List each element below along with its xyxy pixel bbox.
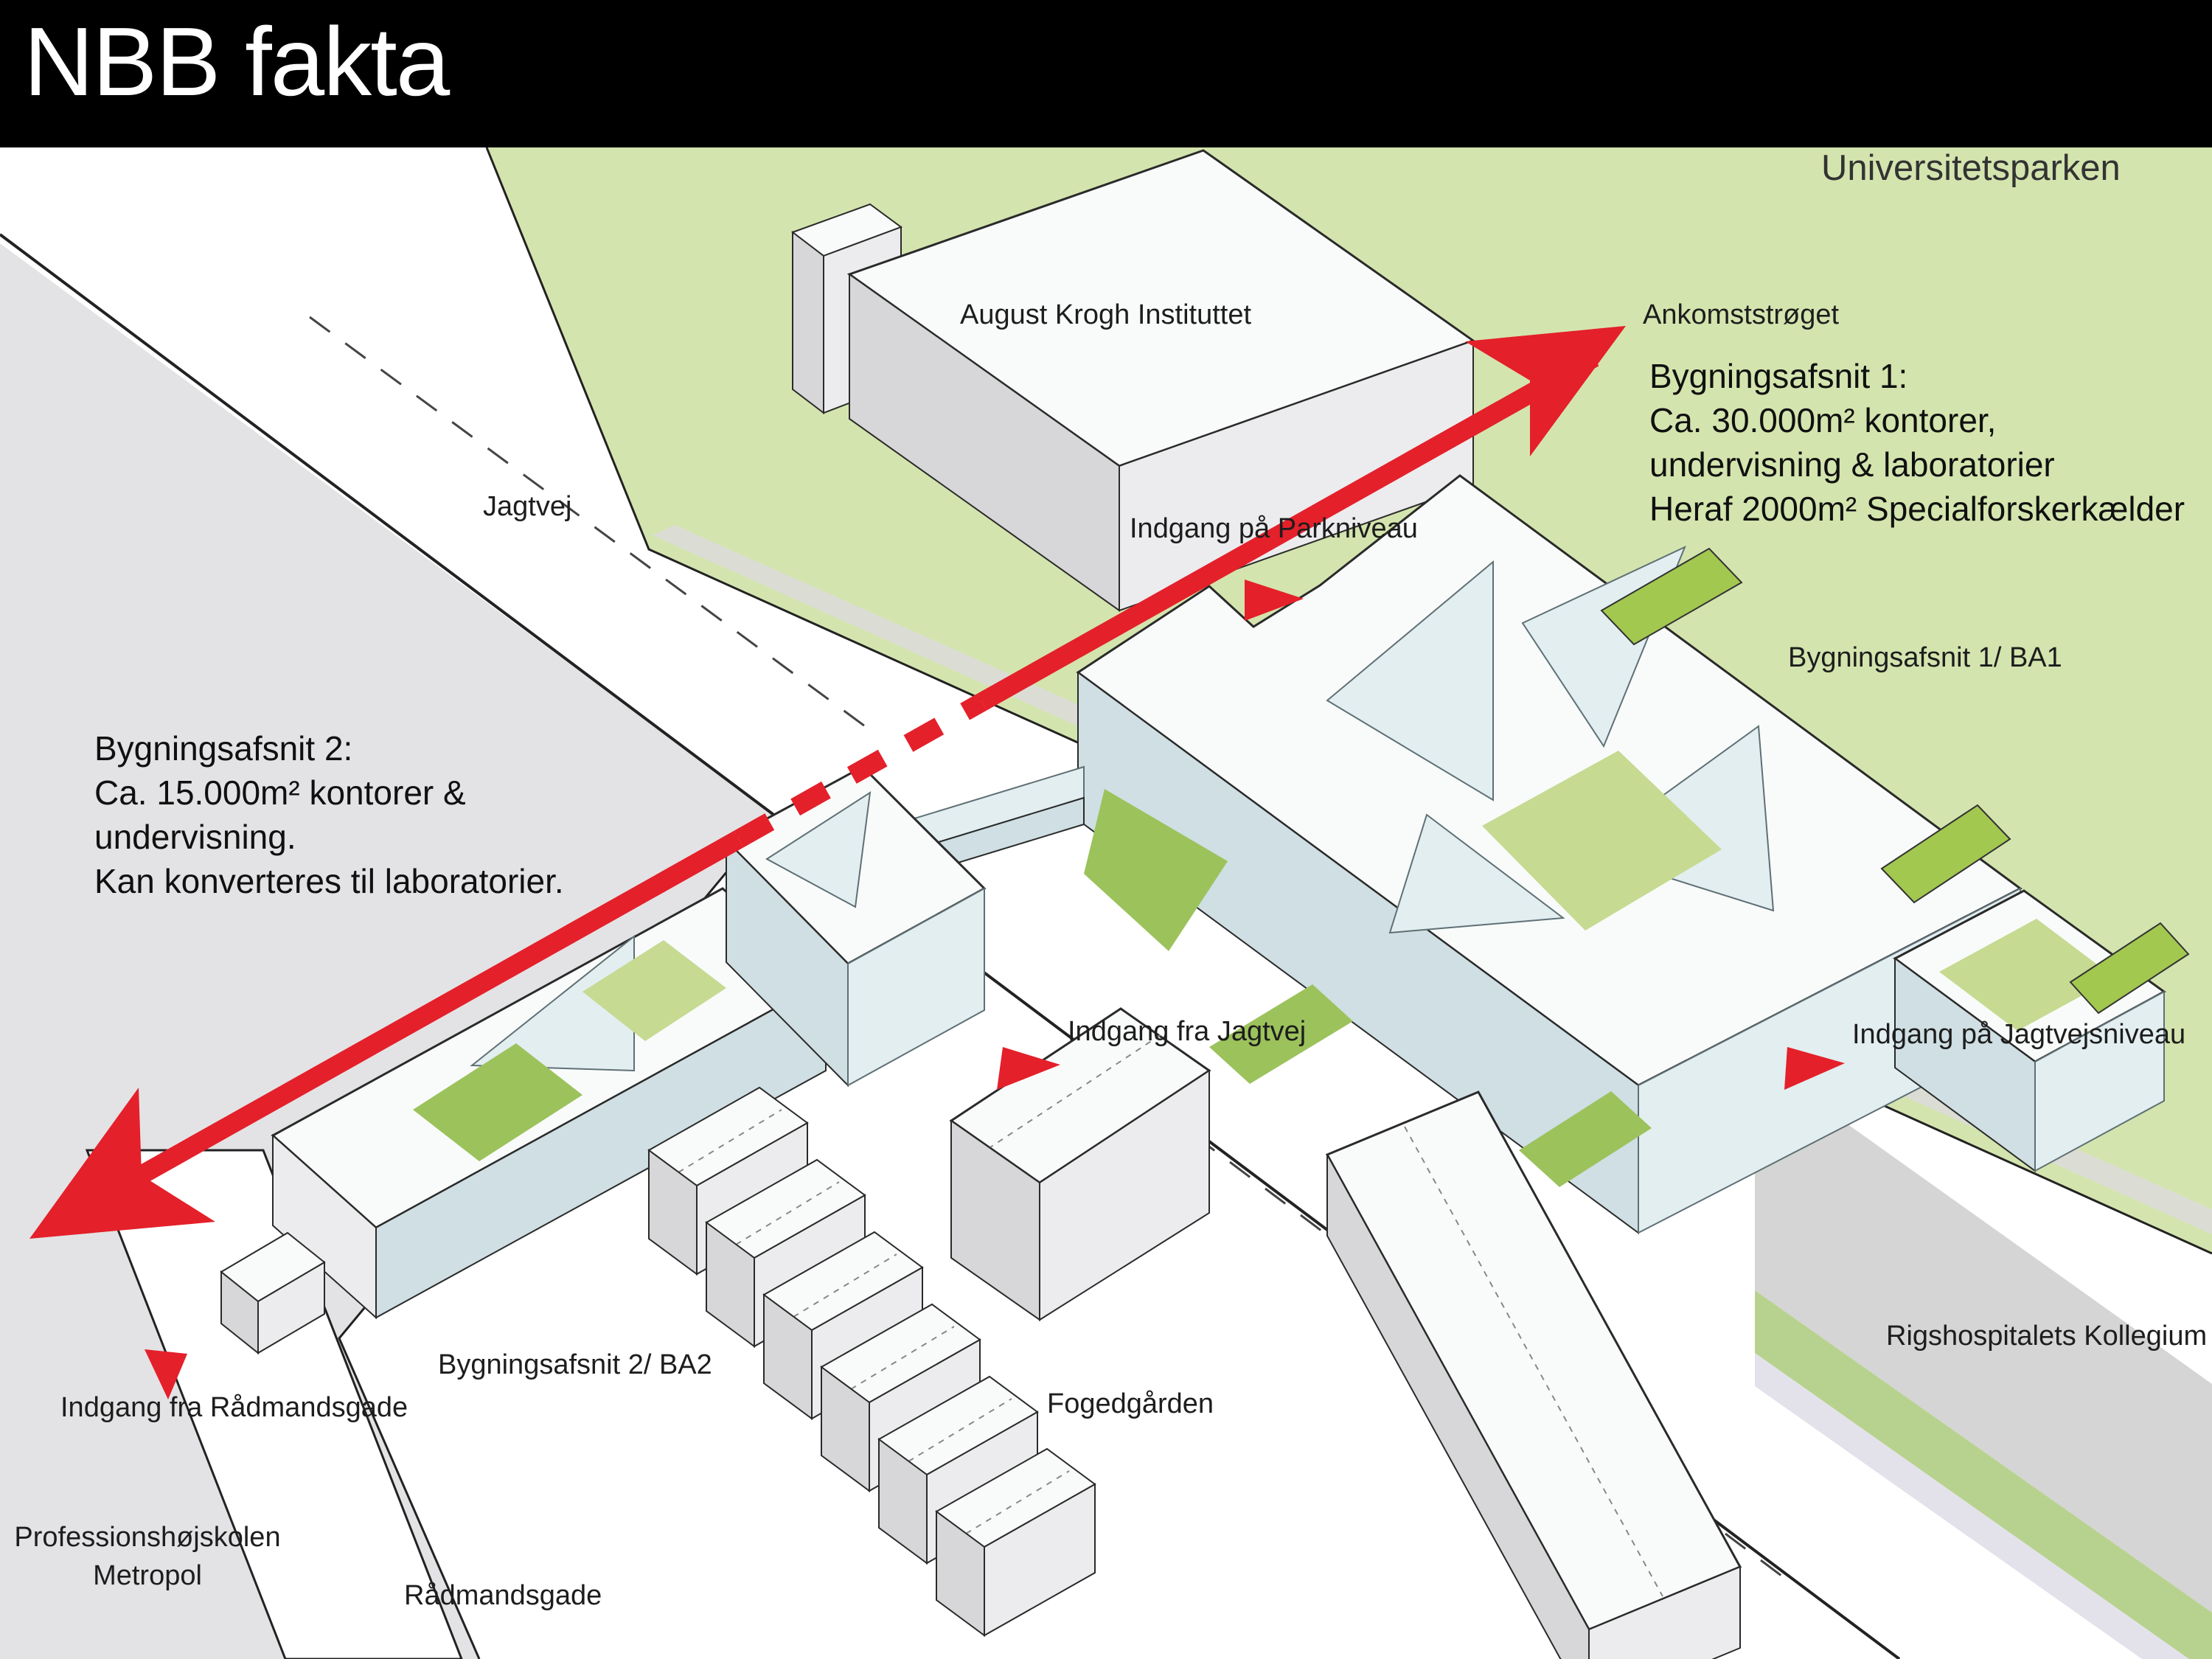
akwall-small [792,230,824,415]
lane-dashes-1 [309,316,871,731]
label-indgang-jagtvej: Indgang fra Jagtvej [1068,1016,1307,1047]
info-ba2-line2: Ca. 15.000m² kontorer & [94,773,466,812]
info-ba1-line2: Ca. 30.000m² kontorer, [1649,401,1997,439]
ba1-green-ramp-north [1600,547,1743,646]
info-ba2-line3: undervisning. [94,818,296,856]
label-rigshospitalets: Rigshospitalets Kollegium [1886,1321,2208,1352]
route-arrow-solid-sw [65,830,744,1224]
info-ba2-line4: Kan konverteres til laboratorier. [94,862,564,900]
fg-ridge [965,1470,1070,1534]
slab-wall-sw [1326,1154,1590,1659]
info-ba1-line1: Bygningsafsnit 1: [1649,357,1908,395]
route-arrow [29,326,1626,1239]
label-metropol-line2: Metropol [93,1560,202,1591]
ba2-tower-skylight [765,790,872,908]
label-metropol-line1: Professionshøjskolen [14,1522,281,1553]
label-august-krogh: August Krogh Instituttet [960,299,1252,330]
label-universitetsparken: Universitetsparken [1821,148,2121,188]
annex-wall-se [2034,990,2165,1172]
fogedgaarden-houses [647,1086,1096,1637]
kollegium-green-strip [1755,1290,2212,1659]
label-raadmandsgade: Rådmandsgade [404,1580,602,1611]
ba1-roof-garden-west [1084,789,1228,951]
fg-ridge [908,1398,1012,1462]
ba1-terrace-green-2 [1519,1091,1652,1187]
info-ba1-line3: undervisning & laboratorier [1649,445,2055,484]
slab-wall-se [1588,1565,1741,1659]
route-arrow-solid-ne [977,349,1599,711]
header-bar: NBB fakta [0,0,2212,147]
fg-ridge [678,1109,782,1173]
annex-green-ramp [2069,922,2190,1015]
building-ba2 [220,765,987,1355]
kollegium-band [1755,1058,2212,1613]
fg-wall2 [984,1483,1096,1637]
route-arrowhead-ne [1465,326,1626,456]
label-ankomststroget: Ankomststrøget [1643,299,1840,330]
annex-roof-garden [1939,919,2115,1031]
info-block-ba2: Bygningsafsnit 2: Ca. 15.000m² kontorer … [94,726,564,903]
house-wall-se [1039,1069,1210,1321]
ba2-wall-sw [272,1133,377,1320]
ba2-roof-garden-1 [413,1043,582,1161]
kollegium-lavender-strip [1755,1353,2189,1659]
fg-ridge [850,1326,955,1390]
ba1-green-ramp-east [1880,804,2011,904]
entrance-flag-jagtvej [997,1047,1060,1090]
building-august-krogh [790,149,1476,612]
ba1-roof-garden [1482,751,1722,931]
building-yard-slab [1325,1091,1742,1659]
fg-house [935,1447,1096,1637]
fg-ridge [793,1253,897,1318]
label-indgang-raadmandsgade: Indgang fra Rådmandsgade [60,1392,408,1423]
ba1-skylight-1 [1326,560,1494,801]
ba2-base-box-wall2 [257,1261,325,1354]
route-arrow-dashed [734,693,987,848]
building-jagtvej-house [949,1007,1211,1321]
fg-ridge [735,1181,840,1245]
label-fogedgaarden: Fogedgården [1047,1388,1214,1419]
label-jagtvej: Jagtvej [483,491,572,522]
building-ba1-annex [1893,889,2190,1172]
label-ba2: Bygningsafsnit 2/ BA2 [438,1349,712,1380]
route-arrowhead-sw [29,1088,215,1239]
info-ba1-line4: Heraf 2000m² Specialforskerkælder [1649,490,2185,528]
ba1-terrace-green-1 [1209,984,1353,1084]
entrance-flag-raadmandsgade [145,1349,187,1399]
label-indgang-parkniveau: Indgang på Parkniveau [1130,513,1418,544]
ba2-roof-garden-2 [582,940,726,1041]
slide-title: NBB fakta [24,7,450,116]
entrance-flag-jagtvejsniveau [1784,1047,1845,1090]
ba1-skylight-4 [1388,813,1565,934]
info-ba2-line1: Bygningsafsnit 2: [94,729,353,768]
label-ba1: Bygningsafsnit 1/ BA1 [1788,642,2062,673]
info-block-ba1: Bygningsafsnit 1: Ca. 30.000m² kontorer,… [1649,354,2185,531]
label-indgang-jagtvejsniveau: Indgang på Jagtvejsniveau [1852,1019,2186,1050]
ba2-tower-wall-se [847,887,985,1087]
entrance-flag-parkniveau [1245,580,1304,621]
